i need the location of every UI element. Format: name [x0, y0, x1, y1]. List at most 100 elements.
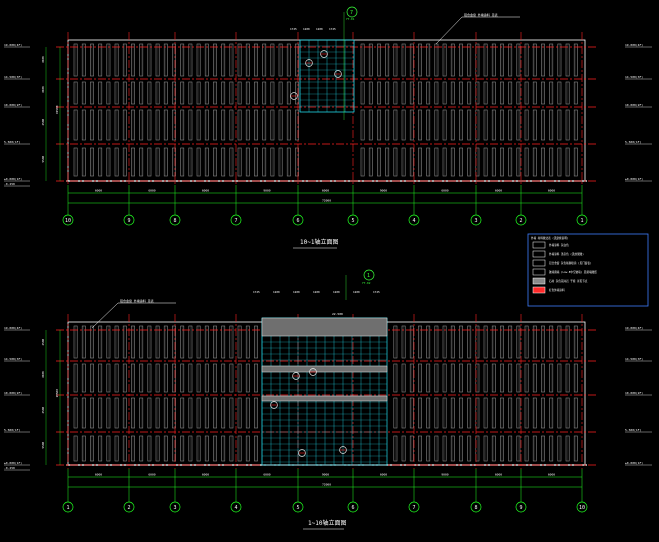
dim-total-label: 72000	[322, 199, 331, 203]
side-dim-label: 4500	[41, 56, 45, 63]
section-mark	[305, 59, 313, 67]
callout-top: 7	[343, 6, 358, 120]
legend-swatch	[532, 286, 546, 294]
axis-bubble	[470, 501, 482, 513]
callout-sub-label: YT-02	[362, 281, 371, 285]
section-mark	[320, 50, 328, 58]
building-outline	[67, 321, 586, 466]
legend-swatch	[532, 277, 546, 285]
dim-total-label: 72000	[322, 483, 331, 487]
axis-bubble-label: 7	[412, 505, 415, 511]
level-label-right: 5.500(1F)	[625, 140, 641, 144]
axis-bubble	[123, 214, 135, 226]
dim-segment-label: 9000	[380, 189, 387, 193]
top-dim-label: 1200	[303, 27, 310, 31]
top-dim-label: 1200	[313, 290, 320, 294]
axis-bubble	[62, 214, 74, 226]
dim-segment-label: 6000	[495, 189, 502, 193]
curtain-wall	[261, 317, 388, 466]
axis-bubble	[292, 501, 304, 513]
axis-bubble	[169, 501, 181, 513]
side-dim-label: 4500	[41, 118, 45, 125]
section-mark	[334, 70, 342, 78]
top-dim-label: 1200	[293, 290, 300, 294]
level-label-left: 5.500(1F)	[4, 428, 20, 432]
axis-bubble-label: 8	[474, 505, 477, 511]
leader-note-bottom: 铝合金窗 外墙涂料 见表	[91, 298, 176, 329]
stone-band	[261, 365, 388, 373]
level-label-left: 10.000(2F)	[4, 103, 22, 107]
axis-bubble	[169, 214, 181, 226]
level-label-left: 5.500(1F)	[4, 140, 20, 144]
roof-level-label: 22.500	[332, 312, 343, 316]
section-mark	[339, 446, 347, 454]
side-dim-label: 4500	[41, 371, 45, 378]
level-label-left: 19.000(4F)	[4, 326, 22, 330]
level-label-left: 19.000(4F)	[4, 43, 22, 47]
dim-segment-label: 6000	[148, 189, 155, 193]
legend-swatch	[532, 241, 546, 249]
axis-bubble-label: 9	[519, 505, 522, 511]
top-dim-label: 1200	[353, 290, 360, 294]
level-label-left: ±0.000(1F)	[4, 461, 22, 465]
axis-bubble	[347, 501, 359, 513]
building-outline	[67, 39, 586, 182]
axis-bubble-label: 6	[296, 218, 299, 224]
curtain-wall	[290, 39, 355, 113]
callout-bottom: 1	[345, 269, 375, 300]
side-dim-label: 5500	[41, 441, 45, 448]
dim-segment-label: 6000	[548, 473, 555, 477]
axis-bubble-label: 10	[65, 218, 71, 224]
legend-item-label: 红色外墙涂料	[549, 288, 565, 292]
axis-bubble	[515, 214, 527, 226]
axis-bubble-label: 2	[127, 505, 130, 511]
axis-bubble	[408, 214, 420, 226]
dim-segment-label: 6000	[202, 473, 209, 477]
dim-segment-label: 6000	[202, 189, 209, 193]
axis-bubble-label: 4	[234, 505, 237, 511]
legend-swatch	[532, 259, 546, 267]
axis-bubble	[292, 214, 304, 226]
axis-bubble-label: 1	[580, 218, 583, 224]
side-dim-total: 19500	[55, 105, 59, 114]
top-dim-label: 1725	[373, 290, 380, 294]
dim-segment-label: 9000	[441, 473, 448, 477]
axis-bubble-label: 9	[127, 218, 130, 224]
top-dim-label: 1725	[290, 27, 297, 31]
axis-bubble-label: 6	[351, 505, 354, 511]
dim-segment-label: 6000	[322, 189, 329, 193]
svg-text:1: 1	[367, 273, 370, 279]
axis-bubble	[230, 214, 242, 226]
legend-swatch	[532, 250, 546, 258]
level-label-left: 14.500(3F)	[4, 75, 22, 79]
dim-segment-label: 6000	[441, 189, 448, 193]
title-bottom: 1~10轴立面图	[308, 519, 346, 527]
section-mark	[292, 372, 300, 380]
section-mark	[298, 449, 306, 457]
axis-bubble	[62, 501, 74, 513]
level-label-left: 10.000(2F)	[4, 391, 22, 395]
legend-item-label: 外墙涂料 灰白色	[549, 243, 569, 247]
legend-swatch	[532, 268, 546, 276]
section-mark	[309, 368, 317, 376]
level-label-left: 14.500(3F)	[4, 357, 22, 361]
legend-item-label: 石材 灰色花岗岩 干挂 详见节点	[549, 279, 588, 283]
side-dim-label: 4500	[41, 338, 45, 345]
side-dim-label: 4500	[41, 406, 45, 413]
axis-bubble	[347, 214, 359, 226]
axis-bubble-label: 7	[234, 218, 237, 224]
axis-bubble-label: 3	[474, 218, 477, 224]
level-label-left: ±0.000(1F)	[4, 177, 22, 181]
dim-segment-label: 6000	[380, 473, 387, 477]
axis-bubble-label: 3	[173, 505, 176, 511]
section-mark	[290, 92, 298, 100]
svg-text:铝合金窗 外墙涂料 见表: 铝合金窗 外墙涂料 见表	[464, 12, 498, 17]
callout-sub-label: YT-01	[346, 17, 355, 21]
